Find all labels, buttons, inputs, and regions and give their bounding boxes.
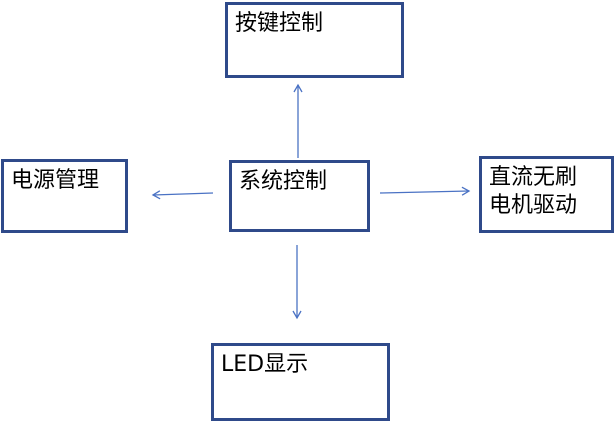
arrow-system-to-power	[151, 190, 214, 200]
arrow-system-to-motor	[379, 186, 471, 196]
node-bldc-motor-driver: 直流无刷 电机驱动	[479, 156, 614, 233]
node-power-management: 电源管理	[1, 159, 128, 233]
node-key-control: 按键控制	[225, 2, 404, 78]
node-led-display: LED显示	[211, 343, 390, 421]
node-system-control: 系统控制	[229, 160, 370, 232]
